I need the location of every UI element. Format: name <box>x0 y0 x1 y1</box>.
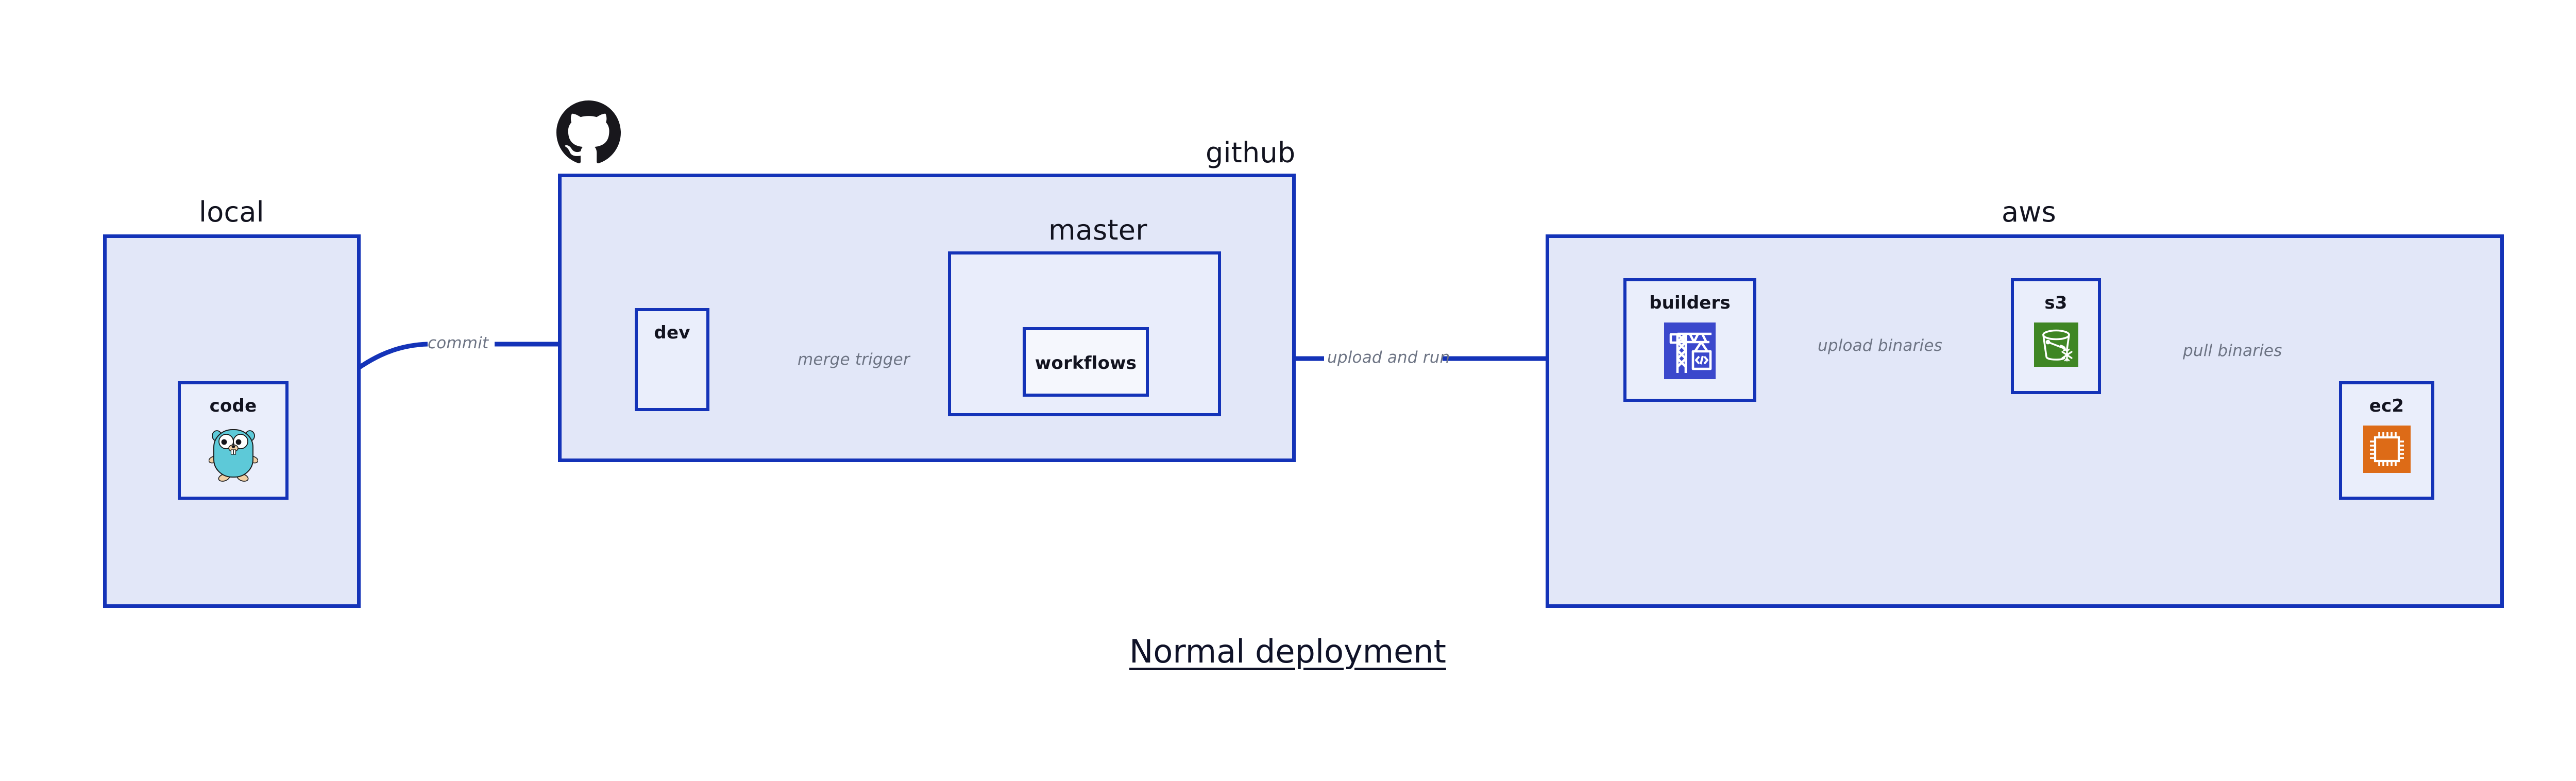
aws-codebuild-icon <box>1664 322 1716 379</box>
group-label-local: local <box>199 196 264 228</box>
node-code[interactable]: code <box>178 381 289 500</box>
github-logo <box>556 100 621 165</box>
edge-label-upload-and-run: upload and run <box>1327 348 1450 367</box>
node-dev[interactable]: dev <box>635 308 709 411</box>
node-label-workflows: workflows <box>1035 353 1137 373</box>
aws-ec2-icon <box>2363 426 2411 473</box>
node-label-builders: builders <box>1649 293 1731 313</box>
node-label-ec2: ec2 <box>2369 396 2404 416</box>
node-s3[interactable]: s3 <box>2011 278 2101 394</box>
edge-label-upload-binaries: upload binaries <box>1818 336 1942 355</box>
node-builders[interactable]: builders <box>1623 278 1756 402</box>
edge-label-pull-binaries: pull binaries <box>2183 342 2282 360</box>
group-label-master: master <box>1048 214 1147 246</box>
node-label-dev: dev <box>654 322 690 343</box>
edge-label-merge-trigger: merge trigger <box>798 350 910 369</box>
node-workflows[interactable]: workflows <box>1023 327 1149 397</box>
go-gopher-icon <box>208 426 258 482</box>
node-ec2[interactable]: ec2 <box>2339 381 2434 500</box>
node-label-code: code <box>209 396 257 416</box>
node-label-s3: s3 <box>2044 293 2067 313</box>
diagram-title: Normal deployment <box>1129 633 1446 670</box>
group-label-github: github <box>1206 137 1296 169</box>
edge-label-commit: commit <box>428 334 489 352</box>
aws-s3-icon <box>2033 322 2078 367</box>
group-label-aws: aws <box>2002 196 2056 228</box>
